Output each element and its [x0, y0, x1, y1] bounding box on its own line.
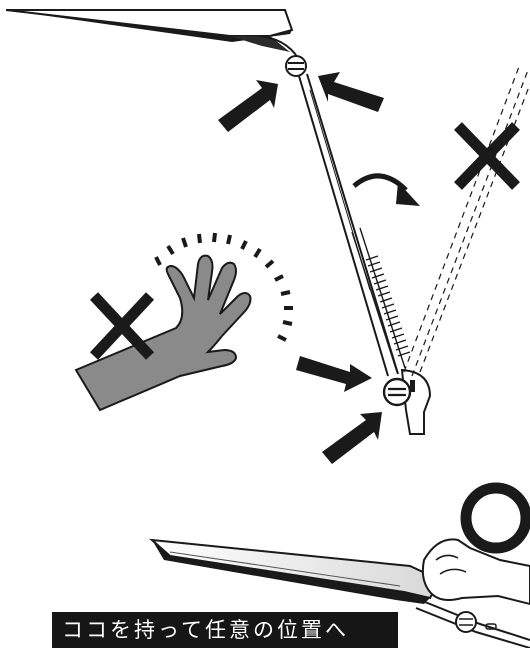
dashed-arm-position: [404, 64, 530, 376]
holding-hand-icon: [423, 539, 530, 604]
rotation-arrow-icon: [354, 176, 420, 206]
caption-label: ココを持って任意の位置へ: [62, 617, 392, 643]
circle-mark-icon: [466, 488, 526, 548]
arrow-icon: [218, 72, 384, 464]
lamp-head-top: [6, 10, 298, 58]
lamp-head-bottom: [152, 540, 440, 604]
lower-joint-knob: [384, 370, 430, 434]
lower-lamp-arm: [416, 600, 530, 648]
glove-cross-mark-icon: [94, 296, 150, 356]
upper-joint-knob: [286, 56, 306, 76]
glove-hand-icon: [76, 256, 251, 410]
